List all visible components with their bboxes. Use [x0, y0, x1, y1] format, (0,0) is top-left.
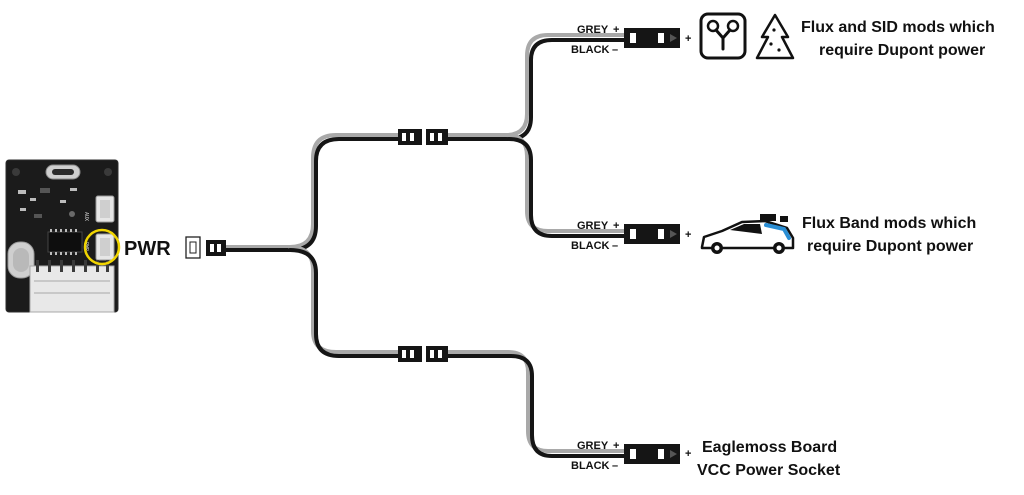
bottom-header-connector [29, 265, 115, 313]
grey-label: GREY [577, 24, 609, 36]
lower-trunk-black [288, 248, 400, 358]
dupont-connector [624, 444, 680, 464]
output-flux-band: GREY + BLACK – + Flux Band mods which re… [571, 214, 976, 255]
black-label: BLACK [571, 240, 610, 252]
branch-mid-grey [504, 133, 626, 233]
lower-trunk-grey [288, 245, 400, 354]
grey-plus-sign: + [613, 220, 619, 232]
black-minus-sign: – [612, 240, 618, 252]
delorean-car-icon [700, 214, 795, 254]
trunk-wire-black [210, 137, 400, 252]
pwr-label: PWR [124, 238, 171, 260]
branch-bottom-grey [446, 350, 626, 453]
ic-chip [47, 231, 83, 253]
branch-bottom-black [446, 354, 626, 458]
dupont-connector [624, 28, 680, 48]
dupont-connector [624, 224, 680, 244]
output-desc-line2: require Dupont power [819, 42, 985, 59]
black-minus-sign: – [612, 44, 618, 56]
black-label: BLACK [571, 460, 610, 472]
output-desc-line2: require Dupont power [807, 238, 973, 255]
output-plus-marker: + [685, 448, 691, 460]
trunk-start-plug [206, 240, 226, 256]
trunk-wire-grey [210, 133, 400, 249]
tree-icon [755, 13, 795, 60]
black-minus-sign: – [612, 460, 618, 472]
inline-connector-bottom [398, 346, 448, 362]
output-desc-line2: VCC Power Socket [697, 462, 841, 479]
aux-silk-label: AUX [83, 212, 89, 221]
pwr-connector-icon [185, 236, 201, 259]
output-desc-line1: Eaglemoss Board [702, 439, 837, 456]
wire-harness [210, 33, 626, 458]
output-plus-marker: + [685, 229, 691, 241]
output-plus-marker: + [685, 33, 691, 45]
branch-mid-black [507, 137, 626, 238]
output-desc-line1: Flux Band mods which [802, 215, 976, 232]
grey-label: GREY [577, 220, 609, 232]
black-label: BLACK [571, 44, 610, 56]
pwr-highlight-circle [83, 228, 121, 266]
grey-label: GREY [577, 440, 609, 452]
output-eaglemoss: GREY + BLACK – + Eaglemoss Board VCC Pow… [571, 439, 841, 479]
output-desc-line1: Flux and SID mods which [801, 19, 995, 36]
output-flux-sid: GREY + BLACK – + Flux and SID mods which… [571, 12, 995, 60]
grey-plus-sign: + [613, 440, 619, 452]
pcb-board: AUX PWR [5, 159, 121, 313]
branch-top-grey [446, 33, 626, 137]
grey-plus-sign: + [613, 24, 619, 36]
flux-capacitor-icon [699, 12, 747, 60]
inline-connector-top [398, 129, 448, 145]
